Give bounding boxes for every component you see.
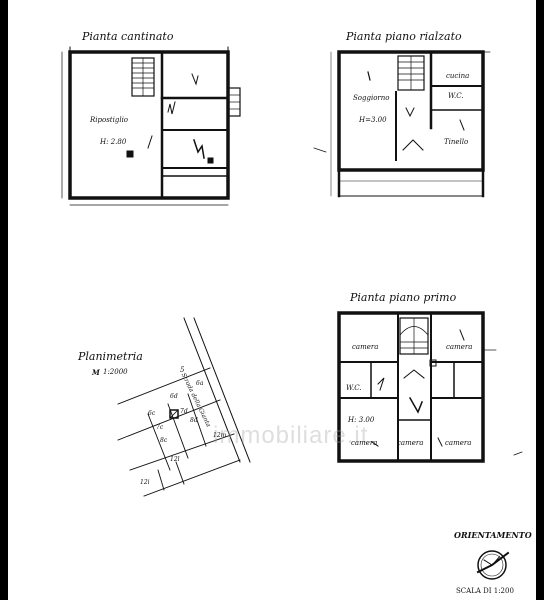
first-height-label: H: 3.00 — [348, 416, 375, 424]
bedroom-label-1: camera — [352, 343, 379, 351]
compass-rose — [476, 550, 510, 580]
lot-label-6a: 6a — [196, 380, 204, 387]
dining-room-label: Tinello — [444, 138, 469, 146]
ground-wc-label: W.C. — [448, 92, 464, 100]
paper-sheet: immobiliare.it Pianta cantinato Ripostig… — [8, 0, 536, 600]
lot-label-7c: 7c — [156, 424, 164, 431]
first-floor-title: Pianta piano primo — [350, 291, 457, 304]
orientation-label: ORIENTAMENTO — [454, 530, 532, 540]
plan-drawings — [61, 46, 523, 580]
storage-room-label: Ripostiglio — [90, 116, 129, 124]
lot-label-7d: 7d — [180, 408, 188, 415]
kitchen-label: cucina — [446, 72, 470, 80]
site-map-scale: 1:2000 — [103, 368, 128, 376]
basement-plan — [61, 46, 241, 206]
site-map-scale-prefix: M — [92, 368, 100, 377]
ground-height-label: H=3.00 — [359, 116, 387, 124]
site-map-title: Planimetria — [78, 350, 143, 363]
basement-title: Pianta cantinato — [82, 30, 174, 43]
bedroom-label-2: camera — [446, 343, 473, 351]
lot-label-8d: 8d — [190, 417, 198, 424]
basement-height-label: H: 2.80 — [100, 138, 127, 146]
bedroom-label-3: camera — [351, 439, 378, 447]
lot-label-12l: 12l — [170, 456, 180, 463]
bedroom-label-4: camera — [397, 439, 424, 447]
ground-floor-title: Pianta piano rialzato — [346, 30, 462, 43]
first-wc-label: W.C. — [346, 384, 362, 392]
lot-label-12i: 12i — [140, 479, 150, 486]
drawing-scale-label: SCALA DI 1:200 — [456, 587, 514, 595]
lot-label-6d: 6d — [170, 393, 178, 400]
watermark: immobiliare.it — [213, 422, 369, 449]
lot-label-12m: 12m — [213, 432, 227, 439]
site-map — [117, 317, 251, 497]
bedroom-label-5: camera — [445, 439, 472, 447]
first-floor-plan — [337, 311, 523, 463]
living-room-label: Soggiorno — [353, 94, 390, 102]
ground-floor-plan — [313, 50, 491, 198]
site-map-sheet-number: 5 — [180, 366, 185, 374]
lot-label-6c: 6c — [148, 410, 156, 417]
lot-label-8c: 8c — [160, 437, 168, 444]
